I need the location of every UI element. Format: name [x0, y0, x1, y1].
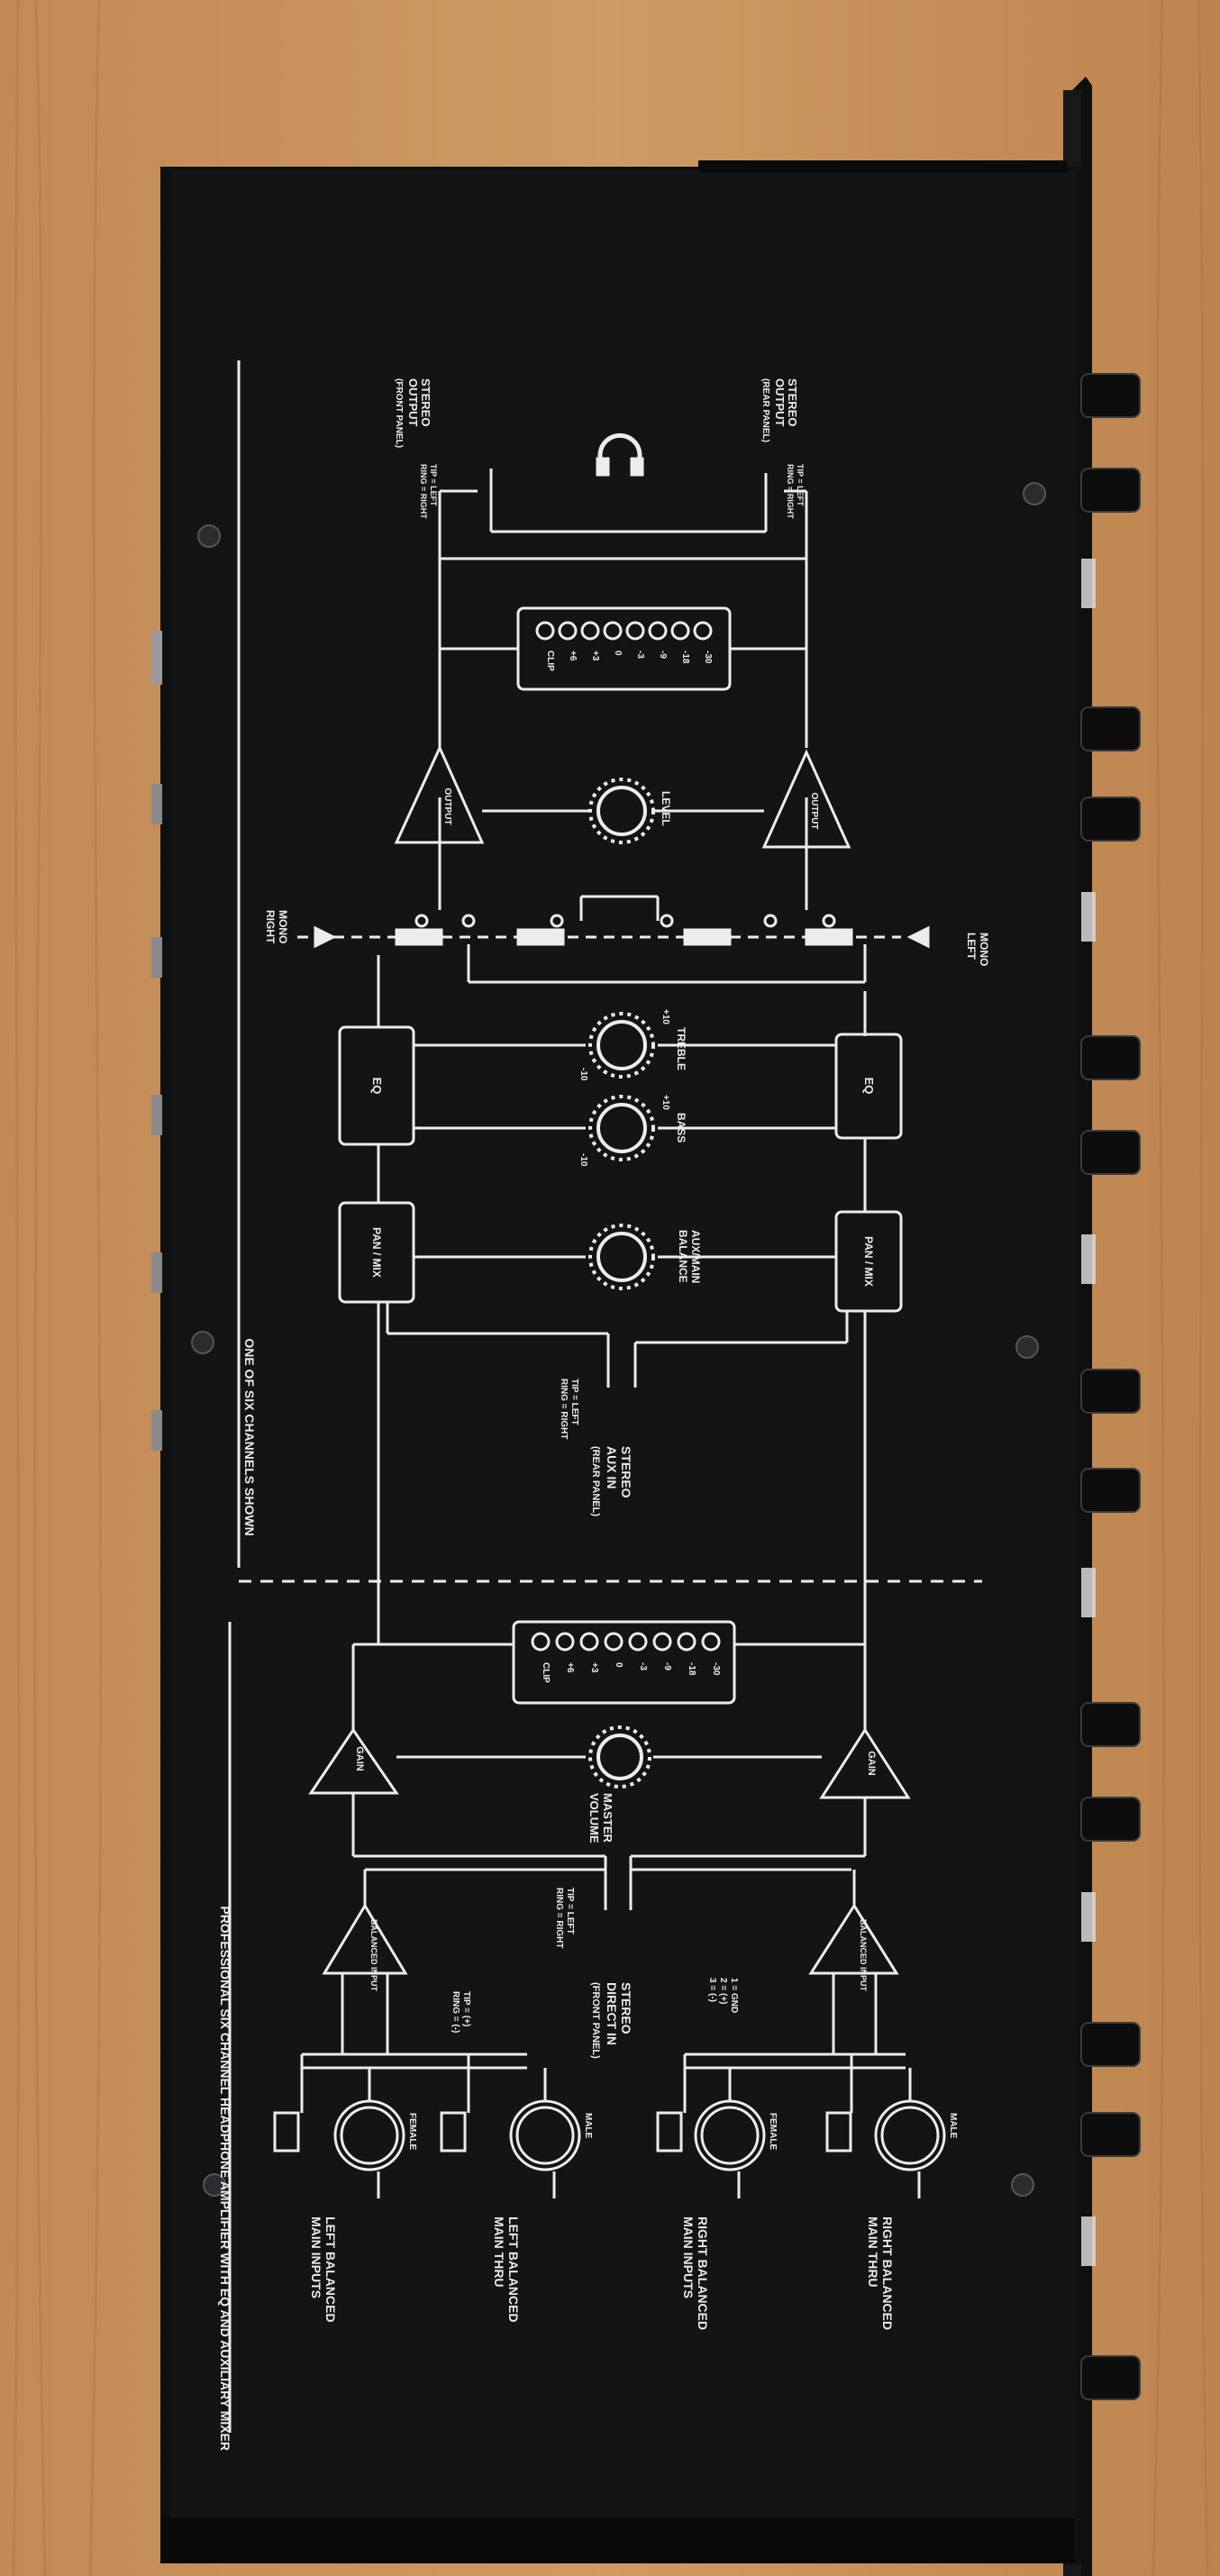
output-tip-right: TIP = LEFT: [796, 464, 805, 506]
balance-2: BALANCE: [677, 1230, 689, 1283]
balance-1: AUX/MAIN: [689, 1230, 702, 1283]
pin-3-label: 3 = (-): [707, 1978, 717, 2002]
svg-text:CLIP: CLIP: [541, 1662, 551, 1683]
svg-text:-3: -3: [635, 651, 645, 659]
output-tip-left: TIP = LEFT: [429, 464, 438, 506]
output-label-right: OUTPUT: [809, 792, 819, 829]
stereo-direct-tip: TIP = LEFT: [565, 1888, 575, 1934]
svg-text:+3: +3: [589, 1662, 599, 1673]
tip-label-left: TIP = (+): [461, 1991, 471, 2026]
rear-output-3: (REAR PANEL): [760, 378, 770, 442]
master-volume-2: VOLUME: [587, 1793, 601, 1843]
rear-output-2: OUTPUT: [773, 378, 787, 427]
bass-label: BASS: [675, 1113, 687, 1142]
svg-text:+6: +6: [565, 1662, 575, 1673]
eq-left: EQ: [370, 1078, 384, 1095]
svg-text:+6: +6: [568, 651, 578, 661]
level-label: LEVEL: [660, 791, 672, 826]
aux-in-2: AUX IN: [605, 1446, 619, 1488]
right-side-leds: [1081, 559, 1096, 2266]
mono-left-2: LEFT: [965, 933, 978, 960]
balanced-input-label-right: BALANCED INPUT: [859, 1919, 868, 1992]
stereo-direct-2: DIRECT IN: [605, 1982, 619, 2045]
gain-label-right: GAIN: [866, 1751, 877, 1776]
svg-text:-18: -18: [680, 651, 690, 664]
front-output-2: OUTPUT: [406, 378, 420, 427]
screws: [191, 482, 1046, 2197]
product-title: PROFESSIONAL SIX CHANNEL HEADPHONE AMPLI…: [218, 1906, 232, 2451]
aux-in-3: (REAR PANEL): [590, 1446, 601, 1516]
pin-1-label: 1 = GND: [729, 1978, 739, 2013]
svg-text:-30: -30: [711, 1662, 721, 1676]
left-main-label-1: LEFT BALANCED: [323, 2216, 338, 2322]
gain-label-left: GAIN: [354, 1746, 365, 1771]
svg-text:0: 0: [613, 651, 623, 656]
treble-low: -10: [578, 1068, 588, 1081]
svg-text:-18: -18: [687, 1662, 696, 1676]
svg-text:-3: -3: [638, 1662, 648, 1670]
aux-ring: RING = RIGHT: [559, 1379, 569, 1440]
left-side-jacks: [151, 631, 162, 1451]
front-output-3: (FRONT PANEL): [394, 378, 404, 448]
master-volume-1: MASTER: [601, 1793, 615, 1843]
svg-text:+3: +3: [590, 651, 600, 661]
female-label: FEMALE: [407, 2113, 417, 2150]
eq-right: EQ: [862, 1078, 876, 1095]
knob-graphics: [588, 778, 655, 1789]
label-layer: PROFESSIONAL SIX CHANNEL HEADPHONE AMPLI…: [218, 378, 990, 2451]
left-thru-label-1: LEFT BALANCED: [506, 2216, 521, 2322]
output-ring-right: RING = RIGHT: [786, 464, 795, 519]
output-meter-labels: CLIP +6 +3 0 -3 -9 -18 -30: [545, 651, 713, 671]
svg-text:0: 0: [614, 1662, 624, 1668]
headphone-icon: [596, 432, 644, 477]
svg-text:-30: -30: [703, 651, 713, 664]
mono-right-1: MONO: [277, 910, 289, 943]
schematic: [228, 360, 982, 2433]
treble-high: +10: [660, 1009, 670, 1024]
pin-2-label: 2 = (+): [718, 1978, 728, 2004]
stereo-direct-1: STEREO: [619, 1982, 633, 2034]
right-side-headphone-jacks: [1080, 373, 1141, 2400]
chassis: [160, 160, 1081, 2563]
left-thru-label-2: MAIN THRU: [492, 2216, 506, 2288]
right-main-label-2: MAIN INPUTS: [681, 2216, 696, 2298]
svg-text:-9: -9: [662, 1662, 672, 1670]
input-meter-leds: [531, 1632, 721, 1652]
right-main-label-1: RIGHT BALANCED: [696, 2216, 710, 2330]
wood-grain: [12, 0, 1209, 2576]
input-meter-labels: CLIP +6 +3 0 -3 -9 -18 -30: [541, 1662, 721, 1683]
ring-label-left: RING = (-): [451, 1991, 460, 2033]
pan-mix-right: PAN / MIX: [862, 1236, 875, 1287]
stereo-direct-ring: RING = RIGHT: [554, 1888, 564, 1949]
mono-right-2: RIGHT: [264, 910, 277, 944]
bass-low: -10: [578, 1153, 588, 1167]
aux-in-1: STEREO: [619, 1446, 633, 1498]
left-main-label-2: MAIN INPUTS: [309, 2216, 323, 2298]
output-ring-left: RING = RIGHT: [419, 464, 428, 519]
male-label: MALE: [583, 2113, 593, 2139]
front-output-1: STEREO: [419, 378, 432, 426]
female-label-right: FEMALE: [768, 2113, 778, 2150]
treble-label: TREBLE: [675, 1027, 687, 1070]
male-label-right: MALE: [948, 2113, 958, 2139]
aux-tip: TIP = LEFT: [569, 1379, 579, 1425]
right-thru-label-1: RIGHT BALANCED: [880, 2216, 895, 2330]
bass-high: +10: [660, 1095, 670, 1110]
stereo-direct-3: (FRONT PANEL): [590, 1982, 601, 2059]
svg-text:CLIP: CLIP: [545, 651, 555, 671]
svg-text:-9: -9: [658, 651, 668, 659]
balanced-input-label-left: BALANCED INPUT: [369, 1919, 378, 1992]
mono-left-1: MONO: [978, 933, 990, 966]
one-of-six-label: ONE OF SIX CHANNELS SHOWN: [242, 1338, 257, 1535]
rear-output-1: STEREO: [786, 378, 799, 426]
output-meter-leds: [535, 621, 713, 641]
right-thru-label-2: MAIN THRU: [866, 2216, 880, 2288]
output-label-left: OUTPUT: [442, 787, 452, 824]
pan-mix-left: PAN / MIX: [370, 1227, 383, 1278]
